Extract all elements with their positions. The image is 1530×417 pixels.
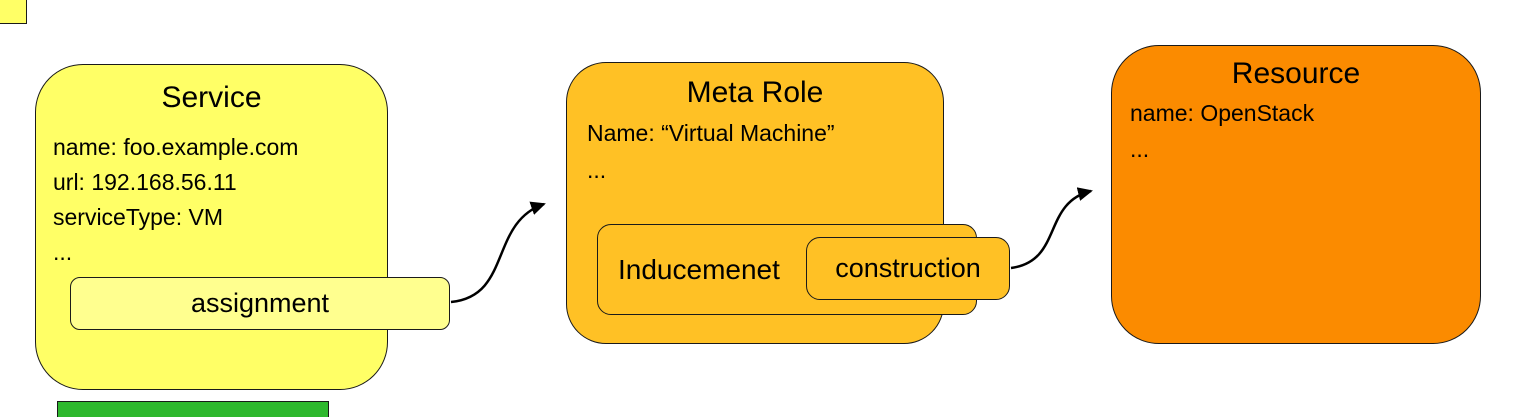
construction-node: construction xyxy=(806,237,1010,300)
service-title: Service xyxy=(161,81,262,114)
resource-name-line: name: OpenStack xyxy=(1130,100,1315,126)
assignment-to-metarole-arrow xyxy=(450,201,546,304)
service-url-line: url: 192.168.56.11 xyxy=(53,169,237,195)
service-type-line: serviceType: VM xyxy=(53,204,223,230)
construction-label: construction xyxy=(835,253,981,283)
service-name-line: name: foo.example.com xyxy=(53,134,299,160)
construction-to-resource-arrow xyxy=(1010,187,1093,270)
corner-yellow-fragment xyxy=(0,0,27,24)
service-node: Service name: foo.example.com url: 192.1… xyxy=(35,64,388,390)
assignment-node: assignment xyxy=(70,277,450,330)
meta-role-details: Name: “Virtual Machine” ... xyxy=(567,110,943,189)
bottom-green-bar xyxy=(57,401,329,417)
resource-ellipsis: ... xyxy=(1130,136,1150,162)
resource-details: name: OpenStack ... xyxy=(1112,91,1480,167)
service-details: name: foo.example.com url: 192.168.56.11… xyxy=(36,115,387,270)
service-ellipsis: ... xyxy=(53,239,73,265)
resource-title: Resource xyxy=(1231,57,1361,90)
assignment-label: assignment xyxy=(190,288,330,318)
resource-node: Resource name: OpenStack ... xyxy=(1111,45,1481,344)
inducement-label: Inducemenet xyxy=(618,253,780,285)
meta-role-name-line: Name: “Virtual Machine” xyxy=(587,120,835,146)
meta-role-title: Meta Role xyxy=(686,76,824,109)
meta-role-ellipsis: ... xyxy=(587,157,607,183)
